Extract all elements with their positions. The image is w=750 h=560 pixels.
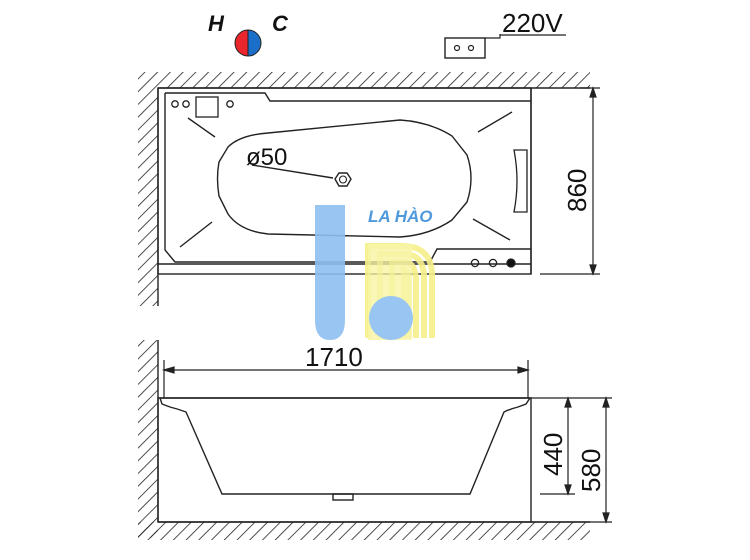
length-dimension — [161, 360, 531, 398]
inner-height-dimension — [540, 396, 575, 496]
watermark-brand-text: LA HÀO — [368, 207, 433, 226]
watermark-logo: LA HÀO — [315, 205, 435, 340]
total-height-label: 580 — [576, 449, 606, 492]
hot-label: H — [208, 11, 225, 36]
width-label: 860 — [562, 169, 592, 212]
drain-leader-line — [251, 164, 334, 179]
inner-height-label: 440 — [538, 433, 568, 476]
deck-controls-right — [470, 258, 516, 268]
power-socket-icon — [444, 34, 501, 59]
total-height-dimension — [531, 396, 612, 524]
length-label: 1710 — [305, 342, 363, 372]
hot-cold-legend: H C — [208, 11, 289, 57]
top-view: ø50 860 — [138, 72, 600, 306]
drain-label: ø50 — [246, 144, 287, 171]
watermark-blue-circle — [369, 296, 413, 340]
power-legend: 220V — [444, 8, 566, 59]
tub-profile — [157, 397, 532, 523]
headrest — [513, 149, 528, 213]
basin-outline — [216, 119, 472, 238]
hot-cold-indicator-icon — [234, 29, 262, 57]
voltage-label: 220V — [502, 8, 563, 38]
deck-corner-lines — [179, 111, 513, 248]
width-dimension — [540, 86, 600, 276]
side-view: 440 580 — [138, 340, 612, 540]
watermark-blue-bar — [315, 205, 345, 340]
wall-hatching-top — [138, 72, 590, 306]
cold-label: C — [272, 11, 289, 36]
deck-controls-left — [171, 96, 234, 118]
drain-icon — [334, 172, 352, 187]
